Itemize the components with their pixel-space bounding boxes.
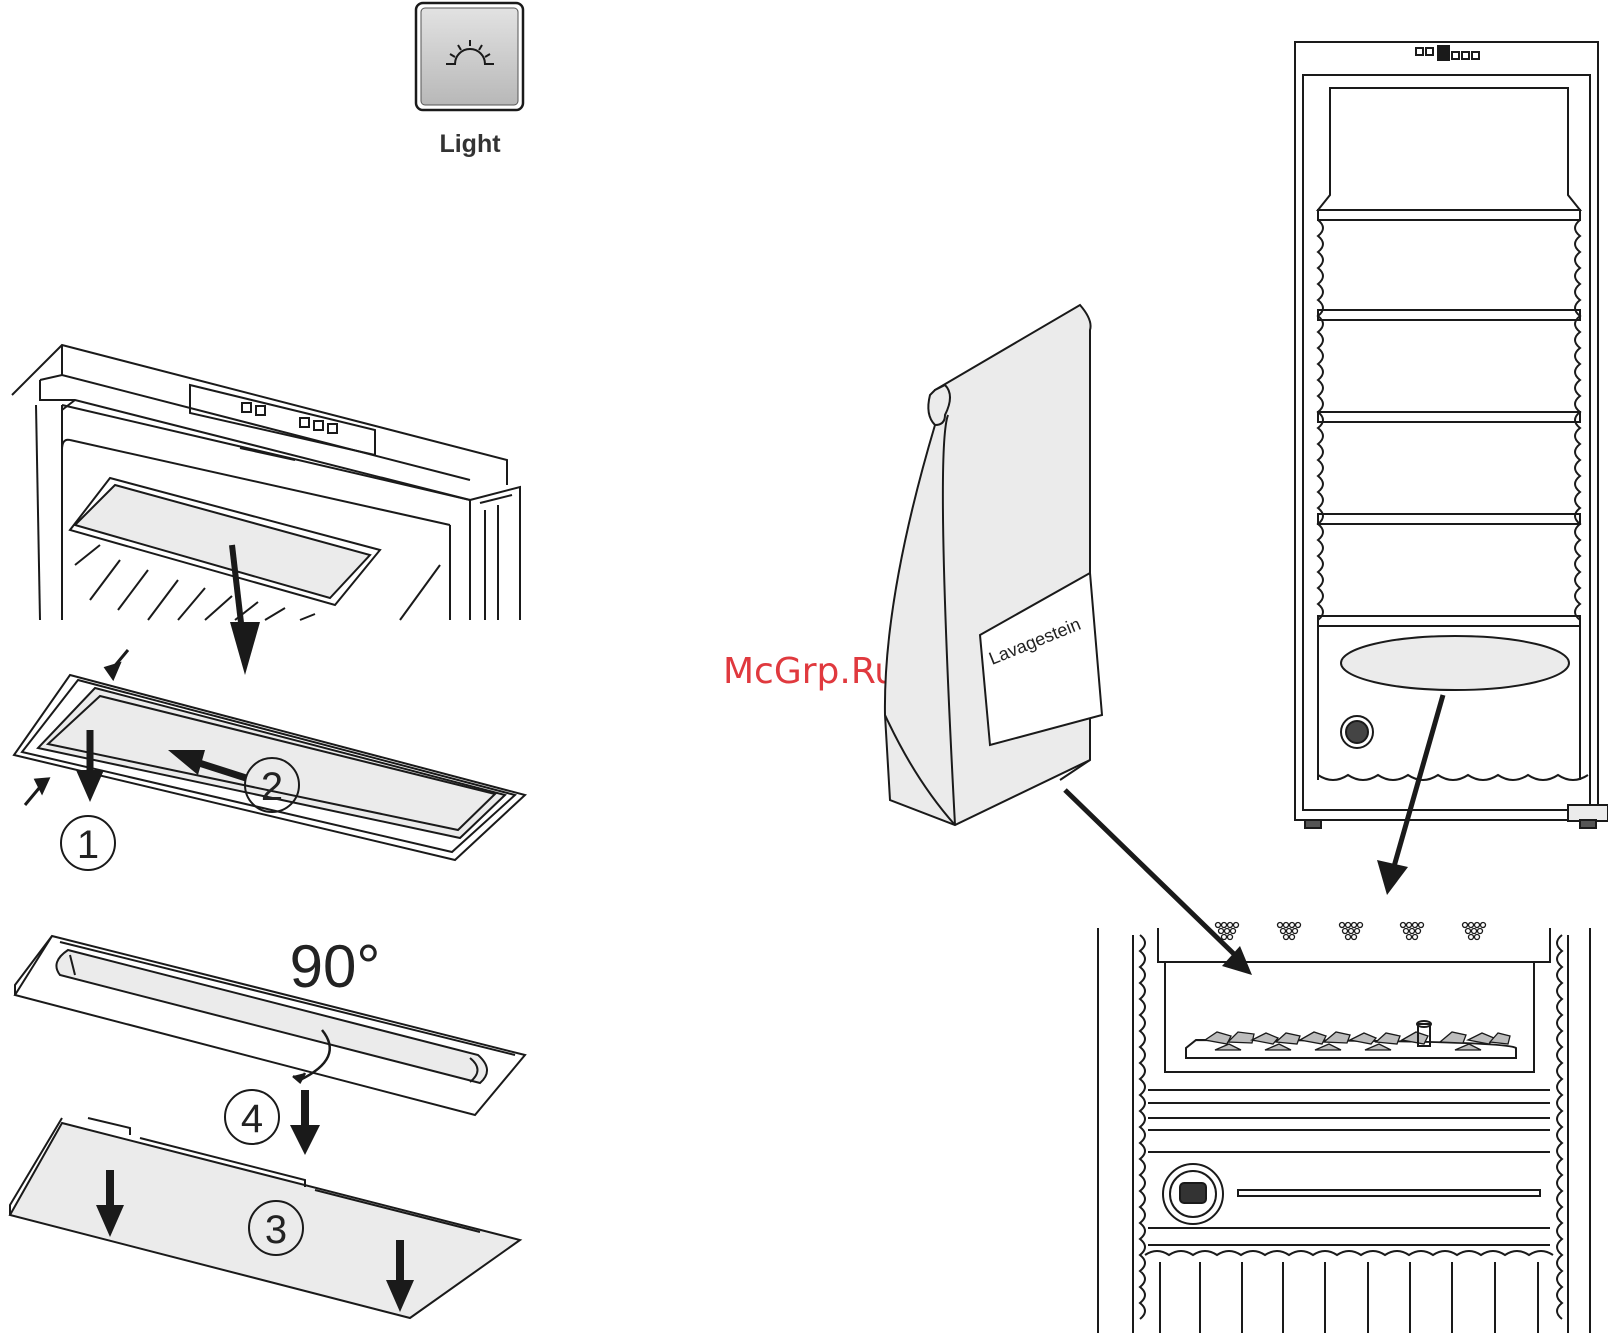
lava-stone-bag	[885, 305, 1102, 825]
rotation-angle: 90°	[290, 933, 381, 1000]
wine-cabinet	[1295, 42, 1608, 828]
watermark: McGrp.Ru	[723, 651, 897, 692]
step4-number: 4	[241, 1097, 263, 1141]
cabinet-to-detail-arrow	[1377, 695, 1443, 895]
lava-stone-drawer-detail	[1098, 928, 1590, 1333]
step3-number: 3	[265, 1208, 287, 1252]
grape-icons	[1216, 923, 1486, 940]
lamp-tube-assembly	[15, 936, 525, 1115]
light-button[interactable]	[416, 3, 523, 110]
light-button-label: Light	[439, 130, 501, 158]
step1-number: 1	[77, 823, 99, 867]
step2-number: 2	[261, 765, 283, 809]
lava-stones	[1205, 1032, 1510, 1050]
step4-arrow	[290, 1090, 320, 1155]
appliance-ceiling-view	[12, 345, 520, 620]
